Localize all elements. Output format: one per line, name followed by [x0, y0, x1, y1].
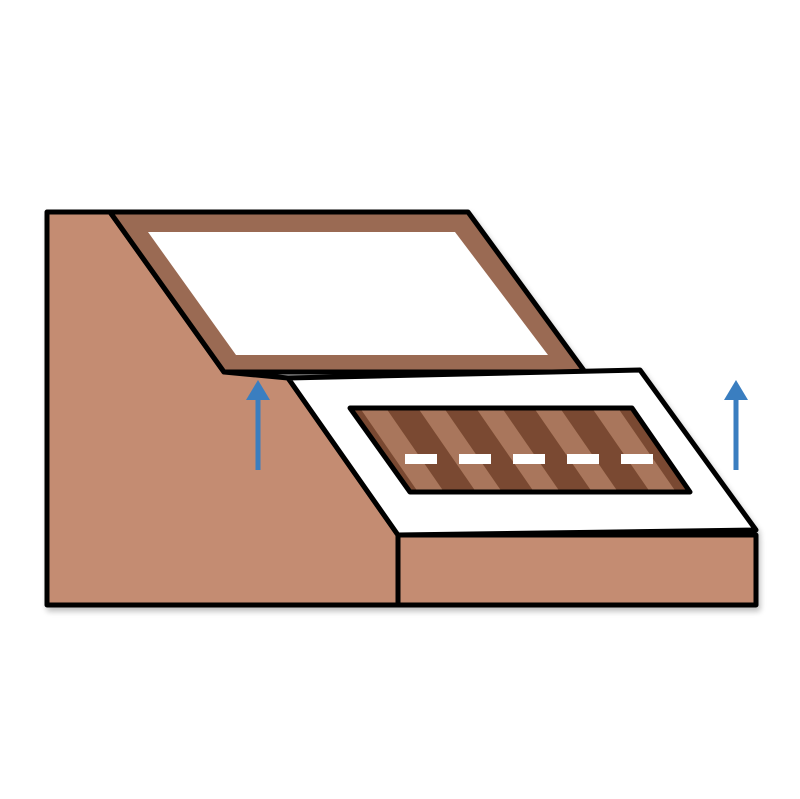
lid-panel	[148, 232, 548, 355]
cigar-band	[621, 454, 653, 464]
cigar	[476, 408, 560, 492]
cigar-band	[405, 454, 437, 464]
box-front-face	[395, 532, 759, 608]
cigar-band	[513, 454, 545, 464]
cigar-band	[567, 454, 599, 464]
cigar-tray	[347, 405, 693, 495]
cigar	[418, 408, 502, 492]
arrow-up-icon	[246, 380, 270, 400]
arrow-up-icon	[724, 380, 748, 400]
cigar	[360, 408, 444, 492]
right-lift-arrow	[724, 380, 748, 470]
cigar	[592, 408, 676, 492]
cigar-band	[459, 454, 491, 464]
left-lift-arrow	[246, 380, 270, 470]
cigar	[534, 408, 618, 492]
